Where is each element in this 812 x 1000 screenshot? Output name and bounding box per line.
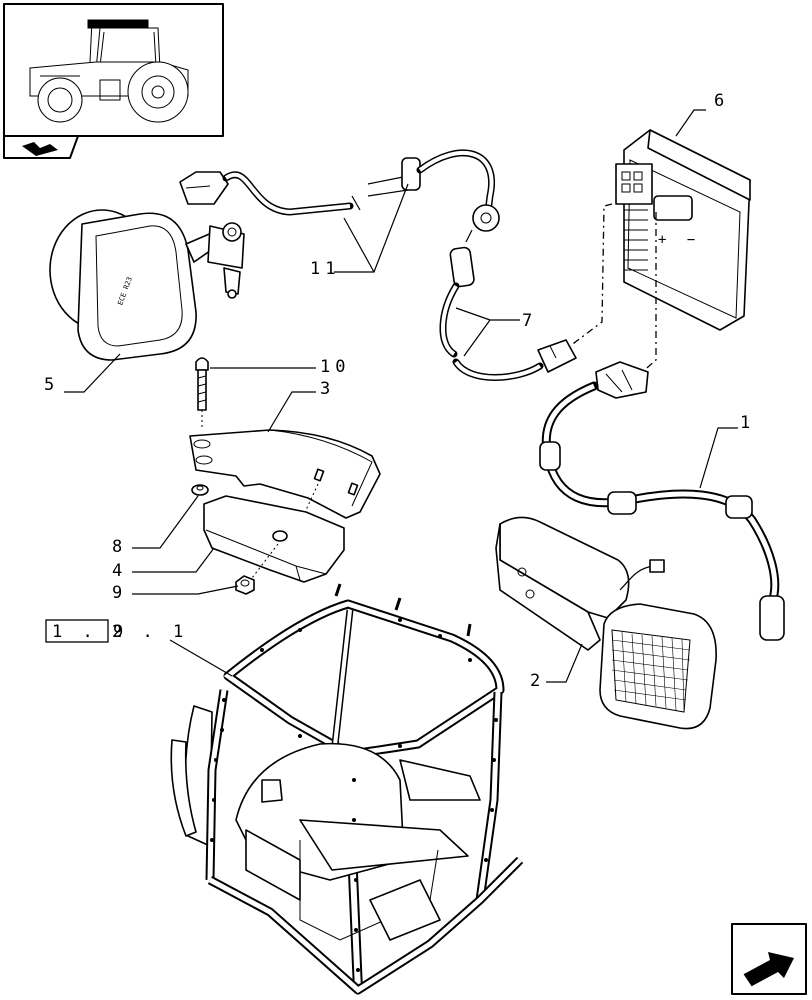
cross-reference[interactable]: 1 . 9 2 . 1	[45, 619, 188, 643]
open-book-icon[interactable]	[3, 135, 79, 159]
reference-boxed: 1 . 9	[52, 622, 128, 642]
nut	[235, 575, 255, 595]
callout-4: 4	[112, 561, 127, 581]
wiring-harness-1	[539, 361, 785, 641]
wiring-harness-7	[439, 246, 577, 381]
callout-1: 1	[740, 413, 755, 433]
work-light-rectangular	[495, 516, 717, 730]
callout-9: 9	[112, 583, 127, 603]
callout-5: 5	[44, 375, 59, 395]
callout-labels: 6 11 7 1 5 10 3 8 4 9 2	[44, 91, 755, 691]
callout-3: 3	[320, 379, 335, 399]
control-module: + −	[615, 129, 751, 331]
callout-8: 8	[112, 537, 127, 557]
leader-lines	[64, 109, 738, 683]
callout-7: 7	[522, 311, 537, 331]
work-light-round: ECE R23	[49, 209, 245, 361]
bolt	[195, 357, 209, 430]
next-page-arrow-icon[interactable]	[731, 923, 807, 995]
cab-frame	[170, 583, 524, 995]
tractor-location-thumbnail[interactable]	[3, 3, 224, 137]
callout-10: 10	[320, 357, 350, 377]
callout-11: 11	[310, 259, 340, 279]
wiring-harness-11	[179, 149, 500, 243]
washer	[191, 484, 209, 496]
callout-2: 2	[530, 671, 545, 691]
callout-6: 6	[714, 91, 729, 111]
reference-suffix: 2 . 1	[112, 622, 188, 642]
clamp-plate-lower	[203, 495, 345, 583]
svg-text:+ −: + −	[658, 232, 701, 248]
bracket-plate-upper	[189, 429, 381, 519]
